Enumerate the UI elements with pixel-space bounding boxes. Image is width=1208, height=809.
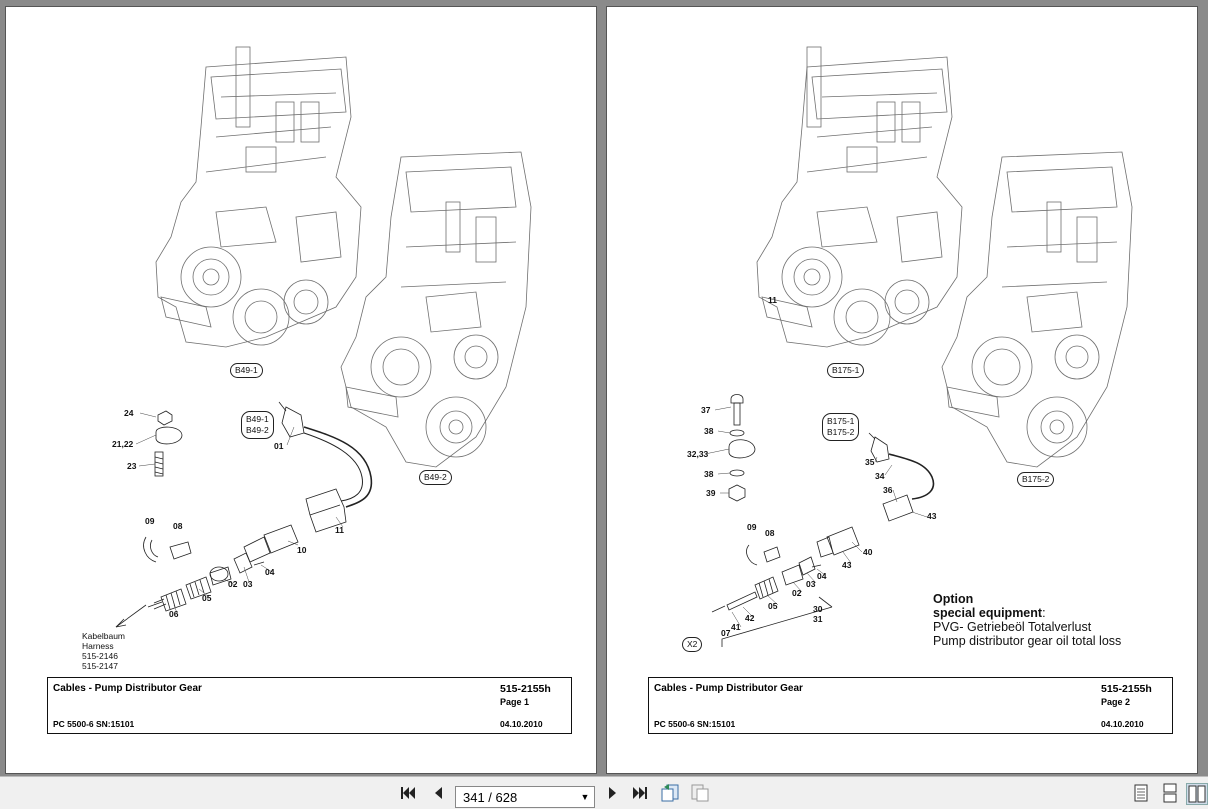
- previous-page-icon[interactable]: [428, 783, 448, 803]
- component-tag: B175-2: [1017, 472, 1055, 487]
- part-number-label: 37: [701, 405, 711, 415]
- part-number-label: 39: [706, 488, 716, 498]
- part-number-label: 31: [813, 614, 823, 624]
- part-number-label: 38: [704, 426, 714, 436]
- document-title: Cables - Pump Distributor Gear: [53, 683, 202, 694]
- part-number-label: 34: [875, 471, 885, 481]
- next-page-icon[interactable]: [603, 783, 623, 803]
- page-number: Page 1: [500, 697, 530, 707]
- part-number-label: 01: [274, 441, 284, 451]
- part-number-label: 05: [202, 593, 212, 603]
- part-number-label: 09: [145, 516, 155, 526]
- part-number-label: 43: [927, 511, 937, 521]
- option-note: Option special equipment: PVG- Getriebeö…: [933, 592, 1122, 648]
- page-indicator: 341 / 628: [463, 790, 518, 805]
- part-number-label: 08: [765, 528, 775, 538]
- exploded-diagram-page-1: [115, 46, 532, 628]
- two-page-view-icon[interactable]: [1186, 783, 1208, 805]
- part-number-label: 43: [842, 560, 852, 570]
- part-number-label: 02: [792, 588, 802, 598]
- component-tag: B175-1: [827, 363, 865, 378]
- single-page-view-icon[interactable]: [1131, 783, 1151, 803]
- page-number: Page 2: [1101, 697, 1131, 707]
- option-heading: Option: [933, 592, 974, 606]
- component-tag: X2: [682, 637, 703, 652]
- machine-model: PC 5500-6 SN:15101: [654, 719, 736, 729]
- part-number-label: 03: [243, 579, 253, 589]
- document-date: 04.10.2010: [500, 719, 543, 729]
- part-number-label: 35: [865, 457, 875, 467]
- component-tag: B49-2: [419, 470, 452, 485]
- part-number-label: 04: [265, 567, 275, 577]
- option-subheading: special equipment: [933, 606, 1043, 620]
- last-page-icon[interactable]: [630, 783, 650, 803]
- component-tag: B49-1: [230, 363, 263, 378]
- title-block: Cables - Pump Distributor Gear 515-2155h…: [648, 677, 1173, 734]
- document-number: 515-2155h: [1101, 683, 1152, 695]
- part-number-label: 02: [228, 579, 238, 589]
- document-date: 04.10.2010: [1101, 719, 1144, 729]
- part-number-label: 03: [806, 579, 816, 589]
- document-title: Cables - Pump Distributor Gear: [654, 683, 803, 694]
- document-number: 515-2155h: [500, 683, 551, 695]
- part-number-label: 05: [768, 601, 778, 611]
- sensor-tag-stack: B49-1 B49-2: [241, 411, 274, 439]
- sensor-tag-stack: B175-1 B175-2: [822, 413, 860, 441]
- harness-note: Kabelbaum Harness 515-2146 515-2147: [82, 631, 126, 671]
- viewer-toolbar: 341 / 628 ▼: [0, 776, 1208, 809]
- part-number-label: 24: [124, 408, 134, 418]
- part-number-label: 40: [863, 547, 873, 557]
- continuous-view-icon[interactable]: [1160, 783, 1180, 803]
- part-number-label: 42: [745, 613, 755, 623]
- part-number-label: 07: [721, 628, 731, 638]
- title-block: Cables - Pump Distributor Gear 515-2155h…: [47, 677, 572, 734]
- part-number-label: 41: [731, 622, 741, 632]
- part-number-label: 36: [883, 485, 893, 495]
- part-number-label: 10: [297, 545, 307, 555]
- part-number-label: 11: [335, 525, 344, 535]
- part-number-label: 30: [813, 604, 823, 614]
- part-number-label: 11: [768, 295, 777, 305]
- option-line-en: Pump distributor gear oil total loss: [933, 634, 1122, 648]
- part-number-label: 06: [169, 609, 179, 619]
- part-number-label: 23: [127, 461, 137, 471]
- part-number-label: 04: [817, 571, 827, 581]
- option-line-de: PVG- Getriebeöl Totalverlust: [933, 620, 1092, 634]
- machine-model: PC 5500-6 SN:15101: [53, 719, 135, 729]
- exploded-diagram-page-2: [704, 46, 1133, 647]
- part-number-label: 09: [747, 522, 757, 532]
- first-page-icon[interactable]: [398, 783, 418, 803]
- go-back-icon[interactable]: [660, 783, 680, 803]
- part-number-label: 32,33: [687, 449, 709, 459]
- part-number-label: 21,22: [112, 439, 134, 449]
- part-number-label: 08: [173, 521, 183, 531]
- page-number-field[interactable]: 341 / 628 ▼: [455, 786, 595, 808]
- part-number-label: 38: [704, 469, 714, 479]
- chevron-down-icon[interactable]: ▼: [580, 792, 590, 802]
- go-forward-icon[interactable]: [690, 783, 710, 803]
